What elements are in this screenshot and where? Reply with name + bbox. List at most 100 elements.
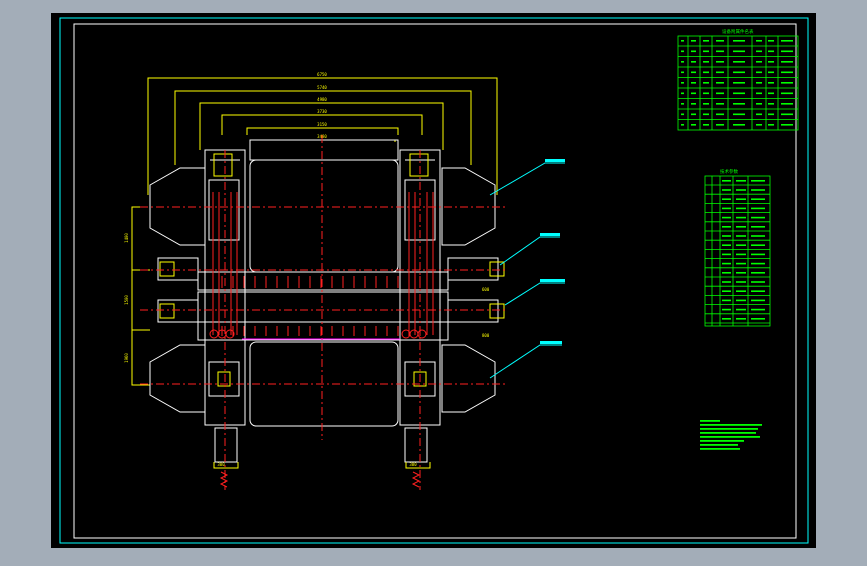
dimension-label: 1960 [124, 353, 129, 363]
table-cell-text [722, 318, 731, 320]
dimension-label: 5740 [317, 85, 327, 90]
table-cell-text [751, 198, 765, 200]
table-cell-text [703, 113, 709, 116]
table-cell-text [703, 61, 709, 63]
table-cell-text [733, 71, 745, 74]
table-cell-text [733, 113, 745, 116]
table-cell-text [722, 244, 731, 246]
table-cell-text [736, 262, 746, 265]
table-cell-text [703, 50, 709, 53]
lower-beam [197, 321, 449, 341]
parts-table[interactable] [677, 35, 799, 131]
table-cell-text [733, 50, 745, 53]
table-cell-text [681, 124, 684, 126]
springs [219, 471, 421, 488]
note-line [700, 432, 756, 434]
table-cell-text [781, 124, 793, 126]
table-cell-text [736, 253, 746, 256]
table-cell-text [703, 103, 709, 105]
table-cell-text [733, 40, 745, 42]
table-cell-text [768, 40, 774, 42]
table-cell-text [691, 103, 696, 105]
table-cell-text [781, 50, 793, 53]
dimension-label: 3150 [317, 122, 327, 127]
table-cell-text [716, 92, 724, 95]
table-cell-text [781, 92, 793, 95]
table-cell-text [716, 113, 724, 116]
dimension-label: 600 [482, 287, 490, 292]
table-cell-text [681, 40, 684, 42]
table-cell-text [722, 180, 731, 182]
right-upper-shaft [447, 257, 499, 281]
dimension-label: 800 [482, 333, 490, 338]
table-cell-text [722, 272, 731, 274]
upper-right-motor [441, 167, 496, 246]
table-cell-text [736, 180, 746, 182]
table-cell-text [768, 113, 774, 116]
table-cell-text [703, 40, 709, 42]
table-cell-text [681, 113, 684, 116]
table-cell-text [751, 253, 765, 256]
lower-right-motor [441, 344, 496, 413]
top-cover [249, 139, 399, 161]
table-cell-text [781, 82, 793, 84]
table-cell-text [681, 92, 684, 95]
table-cell-text [703, 124, 709, 126]
right-spindle [404, 427, 428, 463]
table-cell-text [751, 244, 765, 246]
tech-table[interactable] [704, 175, 771, 327]
technical-notes [700, 420, 762, 450]
left-spindle [214, 427, 238, 463]
table-cell-text [691, 40, 696, 42]
table-cell-text [681, 71, 684, 74]
table-cell-text [781, 103, 793, 105]
dimension-label: 300 [409, 462, 417, 467]
table-cell-text [716, 103, 724, 105]
table-cell-text [768, 61, 774, 63]
table-cell-text [756, 92, 762, 95]
table-cell-text [781, 40, 793, 42]
tech-table-title: 技术参数 [720, 168, 738, 175]
table-cell-text [768, 103, 774, 105]
outer-border [59, 17, 809, 544]
table-cell-text [768, 92, 774, 95]
table-cell-text [736, 272, 746, 274]
dimension-label: 4980 [317, 97, 327, 102]
table-cell-text [768, 124, 774, 126]
table-cell-text [722, 198, 731, 200]
table-cell-text [722, 299, 731, 302]
table-cell-text [722, 207, 731, 210]
table-cell-text [733, 103, 745, 105]
table-cell-text [751, 318, 765, 320]
table-cell-text [751, 207, 765, 210]
table-cell-text [756, 113, 762, 116]
table-cell-text [751, 272, 765, 274]
right-lower-shaft [447, 299, 499, 323]
table-cell-text [756, 103, 762, 105]
table-cell-text [703, 71, 709, 74]
note-line [700, 440, 744, 442]
table-cell-text [736, 299, 746, 302]
table-cell-text [681, 61, 684, 63]
table-cell-text [722, 216, 731, 219]
table-cell-text [703, 92, 709, 95]
table-cell-text [703, 82, 709, 84]
table-cell-text [781, 71, 793, 74]
table-cell-text [722, 226, 731, 228]
table-cell-text [736, 189, 746, 191]
dimension-label: 300 [217, 462, 225, 467]
table-cell-text [722, 189, 731, 191]
bolt-row [209, 192, 434, 339]
table-cell-text [722, 281, 731, 283]
dimension-label: 1500 [124, 295, 129, 305]
table-cell-text [756, 40, 762, 42]
table-cell-text [781, 113, 793, 116]
note-line [700, 424, 762, 426]
table-cell-text [691, 92, 696, 95]
bearing-circle [417, 329, 427, 339]
table-cell-text [681, 82, 684, 84]
table-cell-text [716, 61, 724, 63]
table-cell-text [751, 189, 765, 191]
